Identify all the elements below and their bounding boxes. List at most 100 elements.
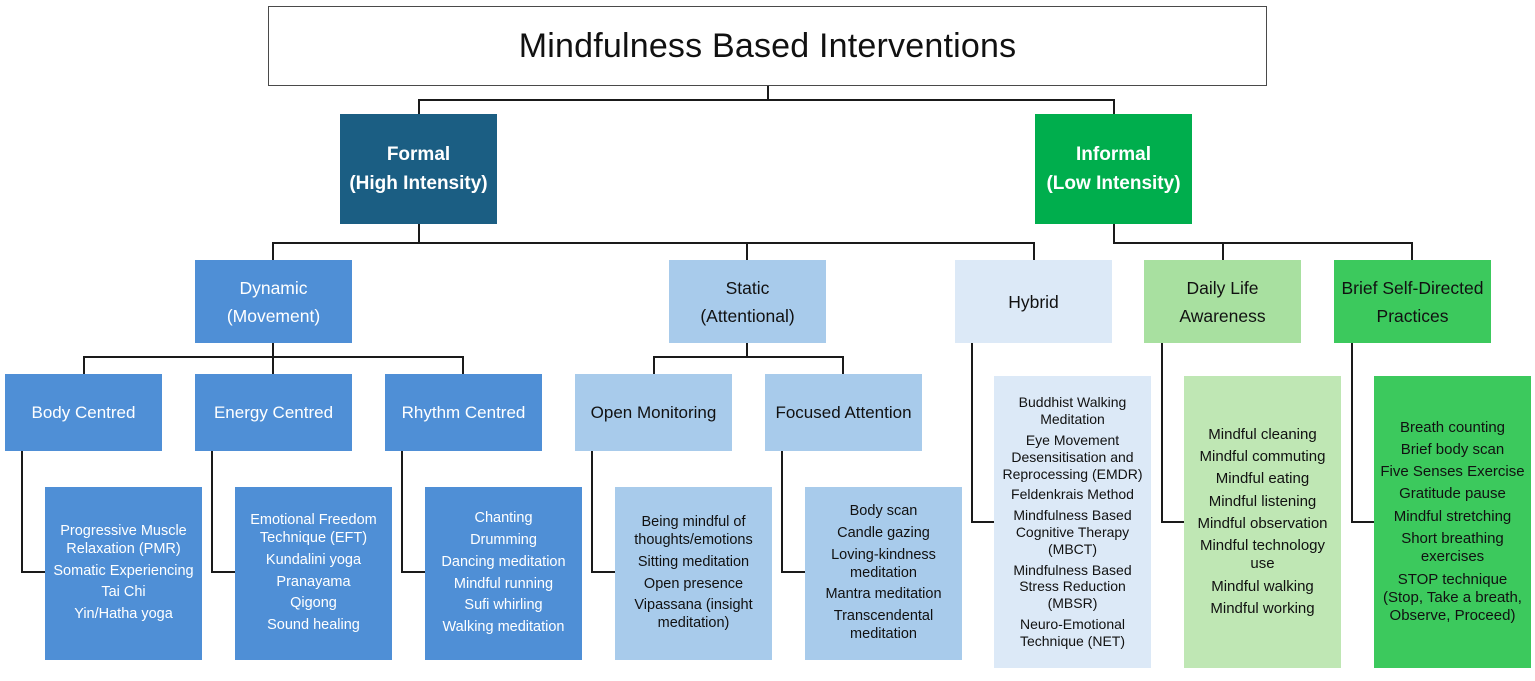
connector-hybrid-drop xyxy=(971,343,973,523)
connector-hybrid-arm xyxy=(971,521,996,523)
leaf-list-item: Mindful working xyxy=(1210,600,1315,618)
connector-formal-stem xyxy=(418,224,420,243)
root-node-mindfulness-based-interventions[interactable]: Mindfulness Based Interventions xyxy=(268,6,1267,86)
connector-informal-to-brief xyxy=(1411,242,1413,260)
leaf-list-item: Mindful eating xyxy=(1215,470,1310,488)
node-focused-attention[interactable]: Focused Attention xyxy=(765,374,922,451)
connector-dynamic-to-rhythm xyxy=(462,356,464,374)
node-static-line1: Static xyxy=(725,277,770,298)
connector-open-monitoring-drop xyxy=(591,451,593,573)
leaf-list-item: Neuro-Emotional Technique (NET) xyxy=(1019,615,1126,649)
node-dynamic-line2: (Movement) xyxy=(226,305,321,326)
leaf-list-item: Drumming xyxy=(470,531,537,548)
leaf-list-item: Qigong xyxy=(290,595,337,612)
node-energy-centred-label: Energy Centred xyxy=(213,402,334,422)
node-rhythm-centred[interactable]: Rhythm Centred xyxy=(385,374,542,451)
leaf-list-item: Mindful running xyxy=(453,575,554,592)
node-formal-line2: (High Intensity) xyxy=(349,173,488,194)
leaf-list-item: Mindfulness Based Cognitive Therapy (MBC… xyxy=(1013,507,1132,557)
connector-brief-drop xyxy=(1351,343,1353,523)
connector-rhythm-centred-drop xyxy=(401,451,403,573)
connector-dynamic-stem xyxy=(272,343,274,357)
node-body-centred[interactable]: Body Centred xyxy=(5,374,162,451)
leaf-list-item: Breath counting xyxy=(1399,418,1506,436)
connector-open-monitoring-arm xyxy=(591,571,617,573)
leaf-list-item: Mindful technology use xyxy=(1199,537,1326,573)
leaf-list-item: Candle gazing xyxy=(837,524,930,541)
node-formal-high-intensity[interactable]: Formal (High Intensity) xyxy=(340,114,497,224)
connector-focused-attention-drop xyxy=(781,451,783,573)
leaf-list-energy-centred[interactable]: Emotional Freedom Technique (EFT) Kundali… xyxy=(235,487,392,660)
connector-brief-arm xyxy=(1351,521,1376,523)
connector-informal-bus xyxy=(1113,242,1413,244)
node-static-line2: (Attentional) xyxy=(700,305,795,326)
leaf-list-item: Mindful cleaning xyxy=(1208,425,1317,443)
node-daily-life-awareness[interactable]: Daily Life Awareness xyxy=(1144,260,1301,343)
leaf-list-item: Mantra meditation xyxy=(825,586,942,603)
leaf-list-item: Sufi whirling xyxy=(464,597,543,614)
node-daily-line2: Awareness xyxy=(1179,305,1266,326)
leaf-list-body-centred[interactable]: Progressive Muscle Relaxation (PMR)Somat… xyxy=(45,487,202,660)
leaf-list-item: Walking meditation xyxy=(442,619,565,636)
leaf-list-item: Buddhist Walking Meditation xyxy=(1018,394,1127,428)
leaf-list-item: Eye Movement Desensitisation and Reproce… xyxy=(1002,432,1143,482)
leaf-list-item: Mindful observation xyxy=(1197,514,1328,532)
connector-daily-arm xyxy=(1161,521,1186,523)
leaf-list-item: Chanting xyxy=(474,509,533,526)
node-dynamic-movement[interactable]: Dynamic (Movement) xyxy=(195,260,352,343)
leaf-list-item: Vipassana (insight meditation) xyxy=(634,597,753,632)
leaf-list-item: Gratitude pause xyxy=(1399,485,1506,503)
node-informal-line1: Informal xyxy=(1076,143,1151,165)
leaf-list-item: Kundalini yoga xyxy=(265,551,362,568)
connector-static-to-open xyxy=(653,356,655,374)
leaf-list-item: Short breathing exercises xyxy=(1401,530,1504,566)
node-rhythm-centred-label: Rhythm Centred xyxy=(401,402,526,422)
leaf-list-item: STOP technique (Stop, Take a breath, Obs… xyxy=(1383,570,1522,625)
node-static-attentional[interactable]: Static (Attentional) xyxy=(669,260,826,343)
connector-energy-centred-drop xyxy=(211,451,213,573)
leaf-list-item: Transcendental meditation xyxy=(833,608,934,643)
connector-energy-centred-arm xyxy=(211,571,237,573)
leaf-list-item: Sitting meditation xyxy=(637,553,750,570)
node-energy-centred[interactable]: Energy Centred xyxy=(195,374,352,451)
node-open-monitoring[interactable]: Open Monitoring xyxy=(575,374,732,451)
node-brief-self-directed-practices[interactable]: Brief Self-Directed Practices xyxy=(1334,260,1491,343)
connector-rhythm-centred-arm xyxy=(401,571,427,573)
connector-dynamic-to-energy xyxy=(272,356,274,374)
connector-body-centred-arm xyxy=(21,571,47,573)
leaf-list-item: Yin/Hatha yoga xyxy=(74,606,173,623)
connector-formal-bus xyxy=(272,242,1035,244)
leaf-list-item: Body scan xyxy=(849,502,918,519)
leaf-list-item: Mindfulness Based Stress Reduction (MBSR… xyxy=(1013,561,1132,612)
leaf-list-item: Sound healing xyxy=(267,617,360,634)
node-body-centred-label: Body Centred xyxy=(31,402,136,422)
connector-static-bus xyxy=(653,356,843,358)
connector-formal-to-dynamic xyxy=(272,242,274,260)
leaf-list-item: Being mindful of thoughts/emotions xyxy=(634,513,753,548)
leaf-list-item: Dancing meditation xyxy=(441,553,566,570)
node-hybrid[interactable]: Hybrid xyxy=(955,260,1112,343)
node-dynamic-line1: Dynamic xyxy=(239,277,308,298)
node-focused-attention-label: Focused Attention xyxy=(775,402,912,422)
connector-static-to-focused xyxy=(842,356,844,374)
node-informal-low-intensity[interactable]: Informal (Low Intensity) xyxy=(1035,114,1192,224)
leaf-list-item: Mindful commuting xyxy=(1199,447,1326,465)
leaf-list-item: Emotional Freedom Technique (EFT) xyxy=(250,511,377,546)
connector-formal-to-static xyxy=(746,242,748,260)
connector-informal-stem xyxy=(1113,224,1115,243)
leaf-list-item: Tai Chi xyxy=(101,584,146,601)
node-hybrid-line1: Hybrid xyxy=(1008,291,1059,312)
connector-informal-to-daily xyxy=(1222,242,1224,260)
leaf-list-item: Progressive Muscle Relaxation (PMR) xyxy=(60,522,187,557)
connector-body-centred-drop xyxy=(21,451,23,573)
connector-dynamic-to-body xyxy=(83,356,85,374)
leaf-list-item: Loving-kindness meditation xyxy=(831,546,936,581)
connector-formal-to-hybrid xyxy=(1033,242,1035,260)
connector-root-to-formal xyxy=(418,99,420,114)
